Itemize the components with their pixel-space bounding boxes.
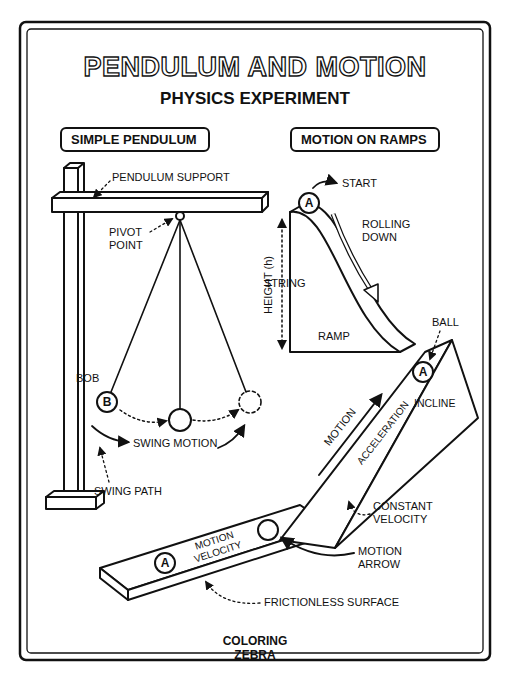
- ball-circle: A: [298, 192, 320, 214]
- motion-label: ROLLING DOWN: [362, 218, 424, 243]
- swing-motion-arrow-right: [218, 426, 244, 448]
- part-label: BALL: [432, 316, 459, 329]
- page-title: PENDULUM AND MOTION: [84, 52, 427, 83]
- swing-path-left: [120, 410, 166, 422]
- board-side: [100, 568, 128, 600]
- node-text: MOTION ON RAMPS: [301, 132, 427, 147]
- support-leader: [94, 181, 110, 197]
- constant-velocity-leader: [349, 502, 370, 515]
- part-label: BOB: [76, 372, 99, 385]
- ball-leader: [430, 331, 440, 359]
- pivot: [176, 212, 184, 220]
- node-text: SIMPLE PENDULUM: [71, 132, 197, 147]
- part-label: RAMP: [318, 330, 350, 343]
- incline-side: [335, 340, 478, 548]
- support-post: [64, 168, 78, 491]
- part-label: MOTION ARROW: [358, 545, 420, 570]
- rolling-ball: [258, 520, 278, 540]
- support-base: [46, 497, 96, 509]
- motion-label: MOTION: [321, 406, 358, 448]
- node-text: A: [161, 556, 170, 570]
- surface-leader: [206, 582, 260, 603]
- outer-frame: [20, 22, 490, 660]
- section-header: MOTION ON RAMPS: [290, 127, 440, 152]
- start-arrow: [313, 181, 336, 188]
- motion-label: SWING MOTION: [133, 437, 217, 450]
- board-top: [100, 505, 330, 590]
- swing-path-leader: [100, 448, 109, 482]
- ball-circle: A: [154, 552, 176, 574]
- beam-side: [262, 192, 268, 212]
- swing-motion-arrow-left: [92, 426, 128, 442]
- part-label: SWING PATH: [94, 485, 162, 498]
- string-right: [180, 220, 246, 392]
- node-text: B: [103, 395, 112, 409]
- motion-arrow-pointer: [282, 538, 354, 555]
- part-label: INCLINE: [414, 397, 455, 409]
- part-label: PENDULUM SUPPORT: [112, 171, 230, 184]
- section-header: SIMPLE PENDULUM: [60, 127, 210, 152]
- motion-label: START: [342, 177, 377, 190]
- subtitle: PHYSICS EXPERIMENT: [160, 89, 350, 109]
- part-label: PIVOT POINT: [109, 226, 155, 251]
- pivot-leader: [150, 219, 172, 232]
- bob-circle: B: [96, 391, 118, 413]
- swing-path-right: [193, 410, 238, 421]
- motion-arrow-incline: [319, 395, 381, 475]
- part-label: CONSTANT VELOCITY: [373, 500, 445, 525]
- part-label: FRICTIONLESS SURFACE: [264, 596, 399, 609]
- bob-center: [169, 409, 191, 431]
- bob-ghost: [239, 391, 261, 413]
- watermark: COLORING ZEBRA: [215, 635, 295, 663]
- string-center: [179, 220, 181, 409]
- ball-circle: A: [412, 361, 434, 383]
- dimension-label: HEIGHT (h): [262, 256, 275, 314]
- node-text: A: [305, 196, 314, 210]
- support-beam: [52, 198, 262, 212]
- rolling-arrow-head: [364, 284, 378, 302]
- inner-frame: [27, 29, 483, 653]
- node-text: A: [419, 365, 428, 379]
